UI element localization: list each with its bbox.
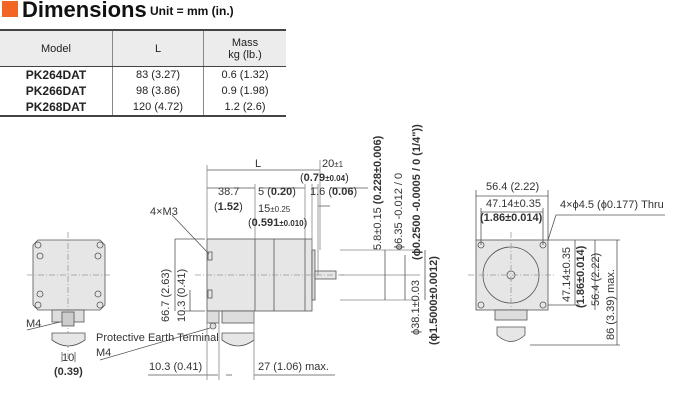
dim-15-tol: ±0.25 — [270, 205, 291, 214]
dim-5-8: 5.8±0.15 (0.228±0.006) — [372, 136, 385, 250]
unit-label: Unit = mm (in.) — [150, 4, 234, 18]
dim-5-8-in: (0.228±0.006) — [372, 135, 384, 205]
dim-20-value: 20 — [322, 158, 335, 170]
dim-phi0-25: (ϕ0.2500 -0.0005 / 0 (1/4")) — [411, 124, 423, 260]
dim-10-3: 10.3 (0.41) — [149, 361, 203, 373]
label-m4: M4 — [26, 318, 42, 330]
dim-15-value: 15 — [258, 203, 271, 215]
dim-47-14: 47.14±0.35 — [486, 198, 541, 210]
cell-l: 120 (4.72) — [112, 99, 204, 117]
dim-38-7-in: (1.52) — [214, 201, 243, 213]
dim-5-value: 5 — [258, 186, 265, 198]
dim-10-3-vertical: 10.3 (0.41) — [176, 268, 188, 322]
header-l: L — [112, 29, 204, 67]
dim-phi1-5: (ϕ1.5000±0.0012) — [428, 256, 440, 345]
header-mass-label: Mass — [231, 36, 259, 49]
dim-5: 5 (0.20) — [258, 186, 296, 198]
dim-L: L — [255, 158, 262, 170]
dim-20-in-tol: ±0.04 — [325, 174, 346, 183]
dim-86: 86 (3.39) max. — [605, 269, 617, 340]
dim-15: 15±0.25 — [258, 203, 290, 216]
cell-mass: 0.6 (1.32) — [203, 66, 286, 83]
header-mass-unit: kg (lb.) — [228, 48, 262, 61]
dim-phi38-1: ϕ38.1±0.03 — [410, 279, 422, 335]
dim-56-4-vertical: 56.4 (2.22) — [590, 252, 602, 306]
front-view-connector-side — [26, 232, 112, 362]
dim-10: 10 — [62, 352, 75, 364]
table-row: PK264DAT 83 (3.27)0.6 (1.32) — [0, 66, 286, 83]
dim-1-6-value: 1.6 — [310, 186, 326, 198]
page-title: Dimensions — [22, 0, 147, 22]
pe-terminal-label: Protective Earth Terminal — [96, 332, 219, 344]
dim-1-6: 1.6 (0.06) — [310, 186, 358, 198]
dim-47-14-in: (1.86±0.014) — [480, 212, 543, 224]
dim-10-in: (0.39) — [54, 366, 83, 378]
cell-l: 98 (3.86) — [112, 83, 204, 99]
dim-47-14-vertical: 47.14±0.35 — [561, 247, 573, 302]
header-model: Model — [0, 29, 113, 67]
dim-20: 20±1 — [322, 158, 343, 171]
dim-20-tol: ±1 — [334, 160, 344, 169]
label-4xM3: 4×M3 — [150, 206, 178, 218]
dim-38-7: 38.7 — [218, 186, 240, 198]
dim-5-8-value: 5.8±0.15 — [372, 207, 384, 250]
dim-15-in-value: 0.591 — [251, 217, 280, 229]
cell-model: PK264DAT — [25, 68, 87, 82]
dim-27: 27 (1.06) max. — [258, 361, 329, 373]
cell-mass: 1.2 (2.6) — [203, 99, 286, 117]
dim-47-14-vertical-in: (1.86±0.014) — [575, 245, 587, 308]
cell-model: PK268DAT — [0, 99, 113, 117]
front-view-shaft-side — [468, 190, 665, 346]
dim-5-in: 0.20 — [270, 186, 293, 198]
dim-20-in: (0.79±0.04) — [300, 172, 349, 184]
pe-terminal-m4: M4 — [96, 347, 112, 359]
title-accent-square — [2, 1, 18, 17]
dim-1-6-in: 0.06 — [332, 186, 354, 198]
cell-model: PK266DAT — [25, 84, 87, 98]
dim-15-in-tol: ±0.010 — [279, 219, 304, 228]
cell-mass: 0.9 (1.98) — [203, 83, 286, 99]
dim-56-4: 56.4 (2.22) — [486, 181, 540, 193]
side-view — [99, 160, 426, 380]
label-mounting-holes: 4×ϕ4.5 (ϕ0.177) Thru — [560, 199, 664, 211]
dim-38-7-in-value: 1.52 — [217, 201, 240, 213]
table-row: PK266DAT 98 (3.86)0.9 (1.98) — [0, 83, 286, 99]
cell-l: 83 (3.27) — [112, 66, 204, 83]
dim-15-in: (0.591±0.010) — [248, 217, 308, 229]
dim-phi6-35: ϕ6.35 -0.012 / 0 — [393, 172, 405, 250]
dim-66-7: 66.7 (2.63) — [160, 268, 172, 322]
dim-20-in-value: 0.79 — [303, 172, 326, 184]
